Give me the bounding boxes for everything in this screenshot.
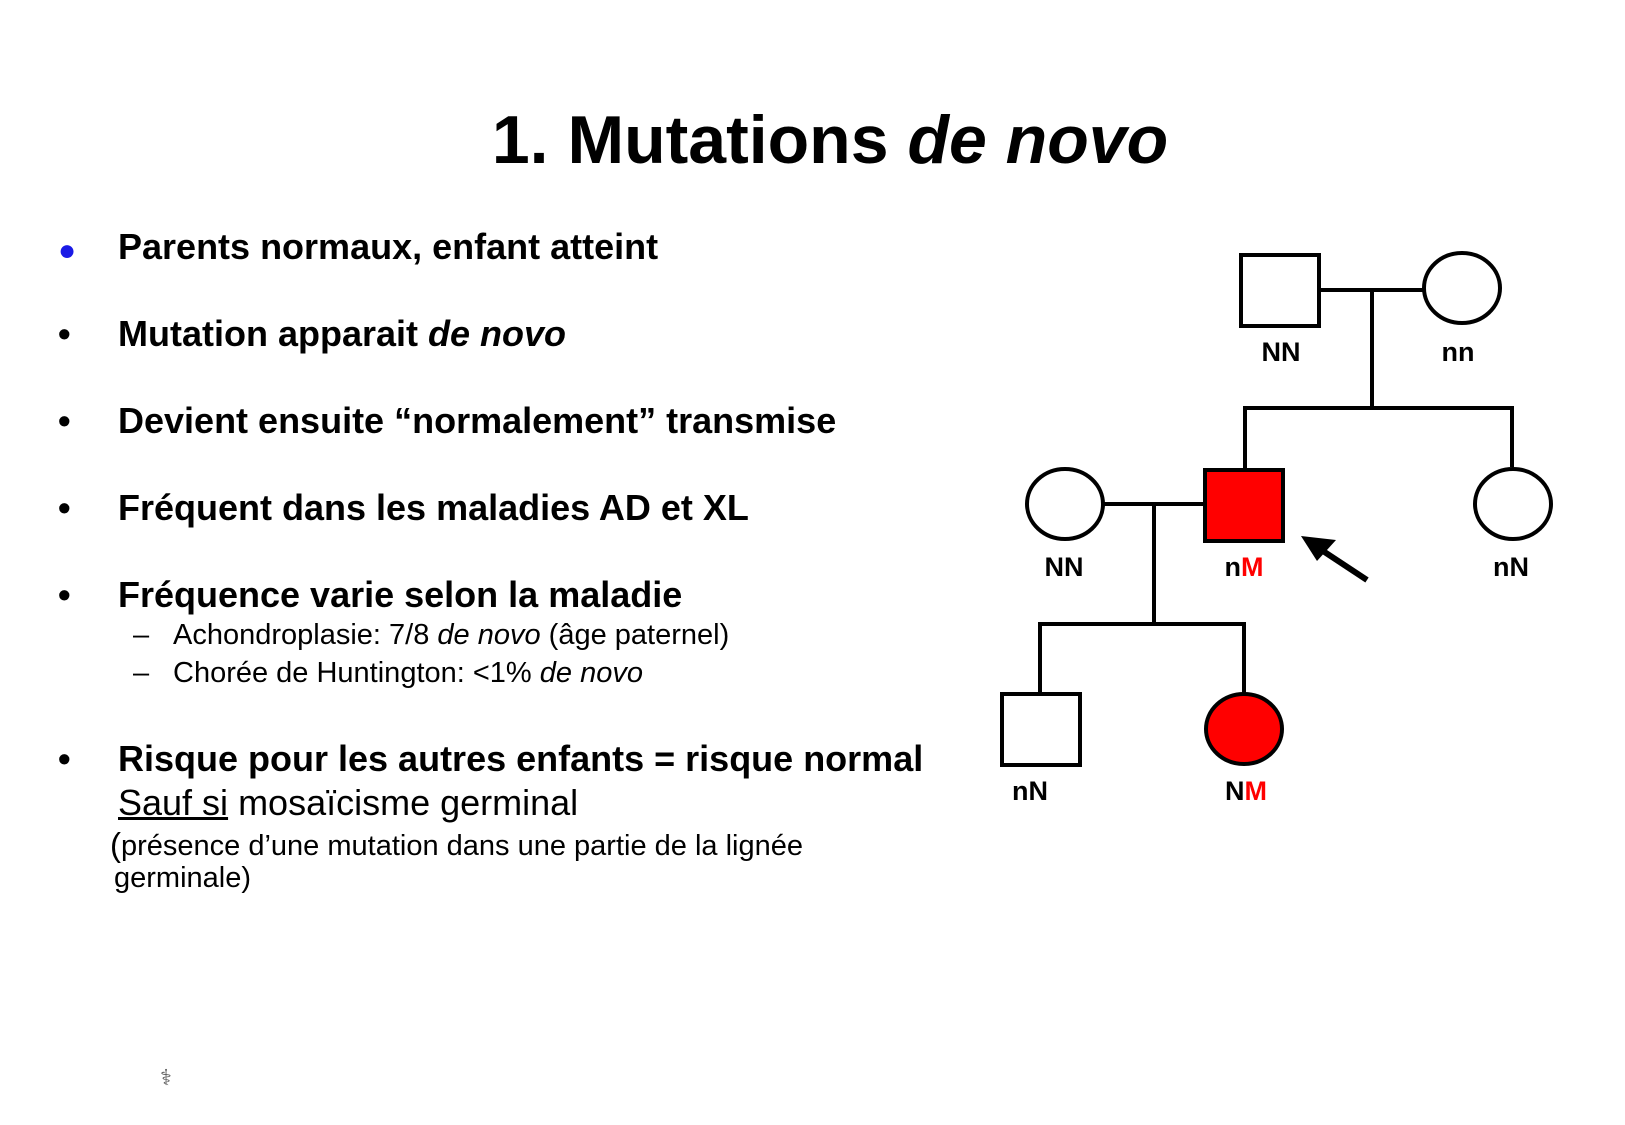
slide-title: 1. Mutations de novo xyxy=(0,100,1625,180)
gen3-daughter-circle xyxy=(1204,692,1284,766)
gen1-father-square xyxy=(1239,253,1321,328)
label-gen2-proband: nM xyxy=(1225,552,1264,582)
label-gen1-father: NN xyxy=(1262,337,1301,367)
dash-icon: – xyxy=(133,657,150,689)
title-italic: de novo xyxy=(907,102,1169,178)
label-gen2-spouse: NN xyxy=(1045,552,1084,582)
bullet-dot-icon: • xyxy=(58,487,71,528)
dash-icon: – xyxy=(133,619,150,651)
label-gen3-daughter: NM xyxy=(1225,776,1267,806)
mosaicism-note: Sauf si mosaïcisme germinal xyxy=(118,782,579,823)
label-gen1-mother: nn xyxy=(1442,337,1475,367)
gen3-son-square xyxy=(1000,692,1082,767)
caduceus-icon: ⚕ xyxy=(160,1065,172,1090)
label-gen2-sister: nN xyxy=(1493,552,1529,582)
gen2-spouse-circle xyxy=(1025,467,1105,541)
gen1-mother-circle xyxy=(1422,251,1502,325)
note-line-2: germinale) xyxy=(114,862,251,894)
label-gen3-son: nN xyxy=(1012,776,1048,806)
bullet-dot-icon: • xyxy=(58,574,71,615)
note-line-1: présence d’une mutation dans une partie … xyxy=(121,830,803,862)
bullet-dot-icon: ● xyxy=(58,234,77,267)
title-main: 1. Mutations xyxy=(491,102,908,178)
gen2-sister-circle xyxy=(1473,467,1553,541)
proband-arrow-icon xyxy=(1301,536,1369,583)
paren-open: ( xyxy=(110,826,121,863)
bullet-dot-icon: • xyxy=(58,400,71,441)
bullet-dot-icon: • xyxy=(58,313,71,354)
gen2-proband-square xyxy=(1203,468,1285,543)
bullet-dot-icon: • xyxy=(58,738,71,779)
